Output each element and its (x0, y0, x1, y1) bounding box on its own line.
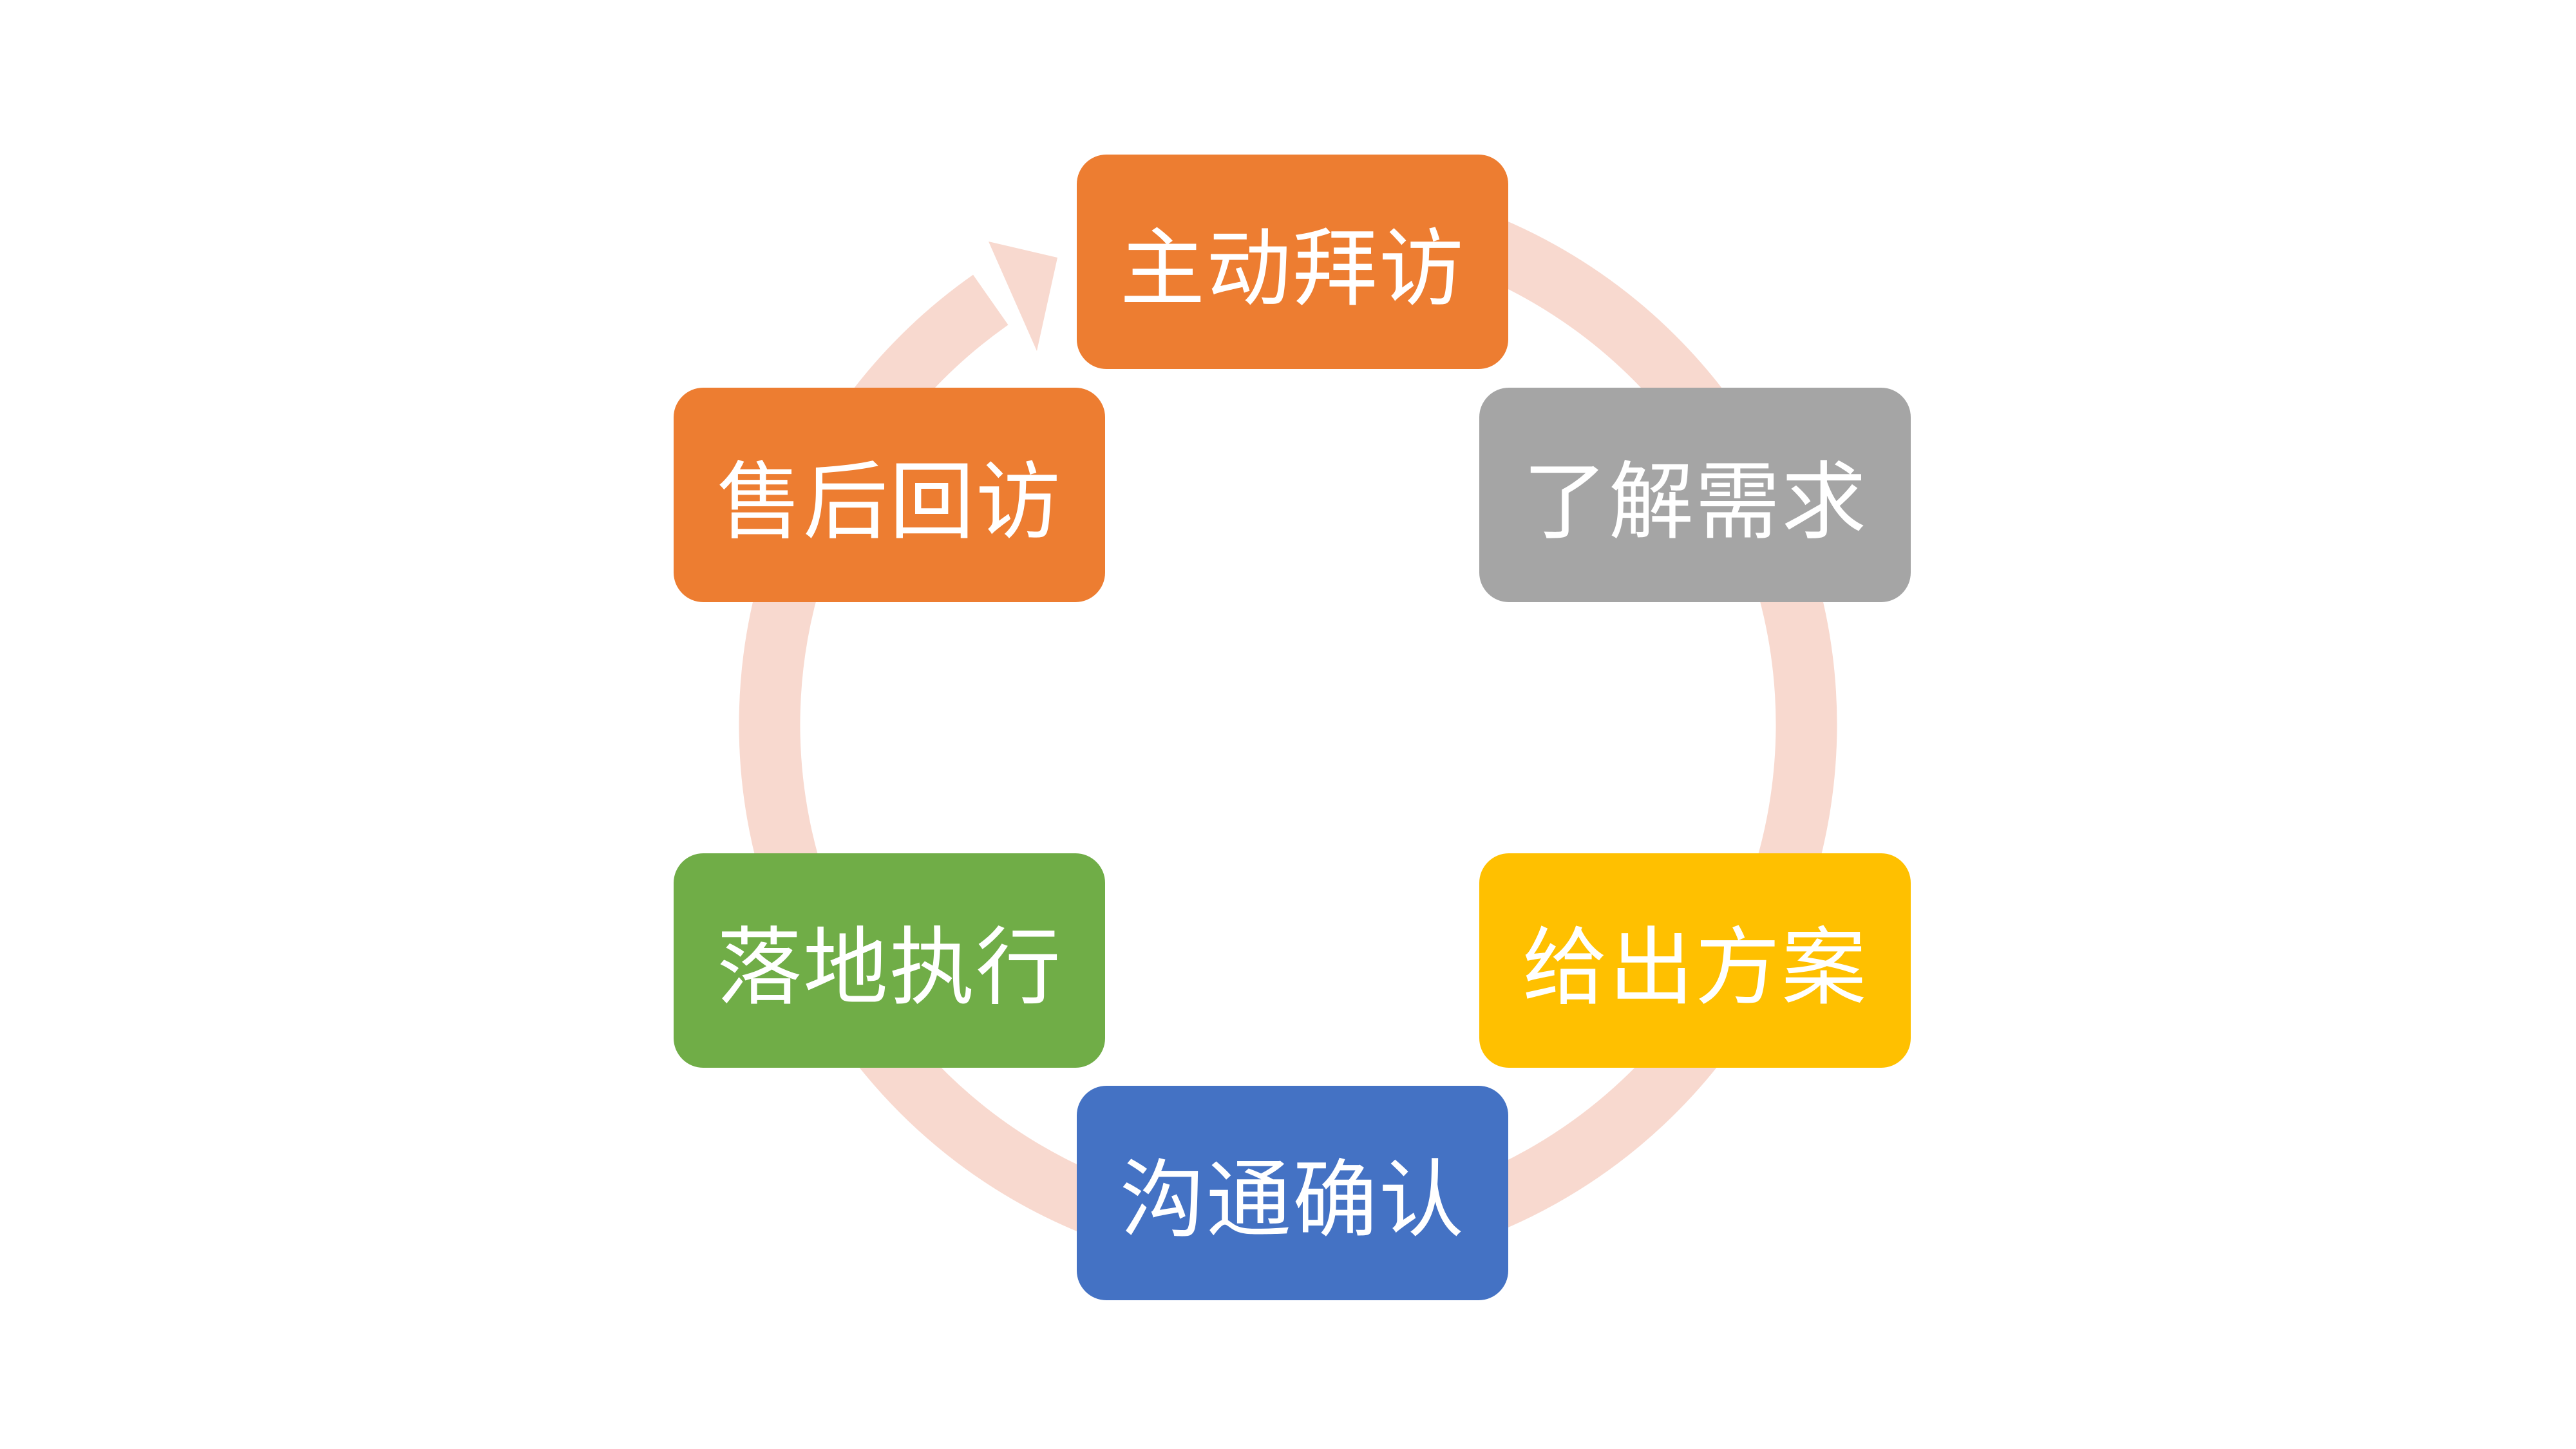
cycle-node-label: 主动拜访 (1120, 220, 1465, 319)
cycle-node-after-sales-visit: 售后回访 (674, 388, 1105, 602)
cycle-node-label: 售后回访 (717, 453, 1062, 552)
cycle-node-provide-solution: 给出方案 (1479, 853, 1911, 1068)
cycle-node-communicate-confirm: 沟通确认 (1077, 1086, 1508, 1300)
cycle-arrowhead-icon (989, 242, 1057, 351)
cycle-node-label: 给出方案 (1522, 918, 1868, 1018)
cycle-node-label: 了解需求 (1522, 453, 1868, 552)
cycle-node-understand-needs: 了解需求 (1479, 388, 1911, 602)
cycle-node-proactive-visit: 主动拜访 (1077, 155, 1508, 369)
cycle-node-label: 落地执行 (717, 918, 1062, 1018)
cycle-node-label: 沟通确认 (1120, 1151, 1465, 1250)
cycle-node-implementation: 落地执行 (674, 853, 1105, 1068)
